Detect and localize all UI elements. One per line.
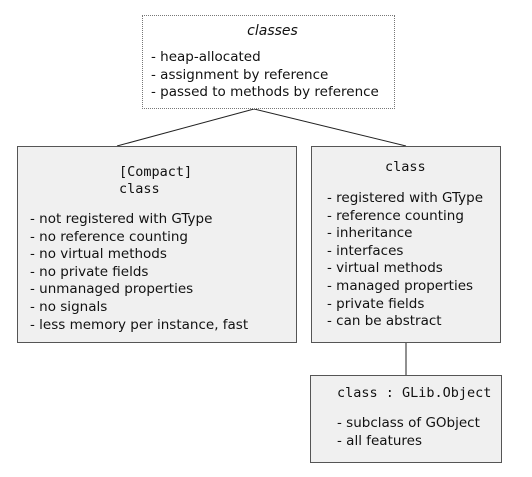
list-item: unmanaged properties — [30, 281, 296, 299]
list-item: no reference counting — [30, 229, 296, 247]
class-box: class registered with GType reference co… — [311, 146, 501, 343]
compact-class-box: [Compact] class not registered with GTyp… — [17, 146, 297, 343]
edge-root-to-compact — [116, 108, 255, 147]
list-item: all features — [337, 433, 501, 451]
list-item: can be abstract — [327, 313, 500, 331]
list-item: not registered with GType — [30, 211, 296, 229]
list-item: no private fields — [30, 264, 296, 282]
list-item: private fields — [327, 296, 500, 314]
list-item: interfaces — [327, 243, 500, 261]
list-item: heap-allocated — [151, 49, 394, 67]
list-item: virtual methods — [327, 260, 500, 278]
list-item: no signals — [30, 299, 296, 317]
gobject-title: class : GLib.Object — [337, 385, 492, 401]
gobject-features-list: subclass of GObject all features — [337, 415, 501, 450]
list-item: passed to methods by reference — [151, 84, 394, 102]
list-item: subclass of GObject — [337, 415, 501, 433]
class-title: class — [385, 159, 426, 175]
class-features-list: registered with GType reference counting… — [327, 190, 500, 331]
compact-title-keyword: class — [119, 181, 160, 197]
edge-root-to-class — [253, 108, 407, 147]
list-item: no virtual methods — [30, 246, 296, 264]
list-item: assignment by reference — [151, 67, 394, 85]
compact-features-list: not registered with GType no reference c… — [30, 211, 296, 334]
compact-title-attribute: [Compact] — [119, 164, 193, 180]
root-title: classes — [247, 23, 298, 39]
list-item: managed properties — [327, 278, 500, 296]
list-item: less memory per instance, fast — [30, 317, 296, 335]
root-classes-box: classes heap-allocated assignment by ref… — [142, 15, 395, 109]
list-item: reference counting — [327, 208, 500, 226]
gobject-class-box: class : GLib.Object subclass of GObject … — [310, 375, 502, 463]
root-features-list: heap-allocated assignment by reference p… — [151, 49, 394, 102]
list-item: registered with GType — [327, 190, 500, 208]
list-item: inheritance — [327, 225, 500, 243]
